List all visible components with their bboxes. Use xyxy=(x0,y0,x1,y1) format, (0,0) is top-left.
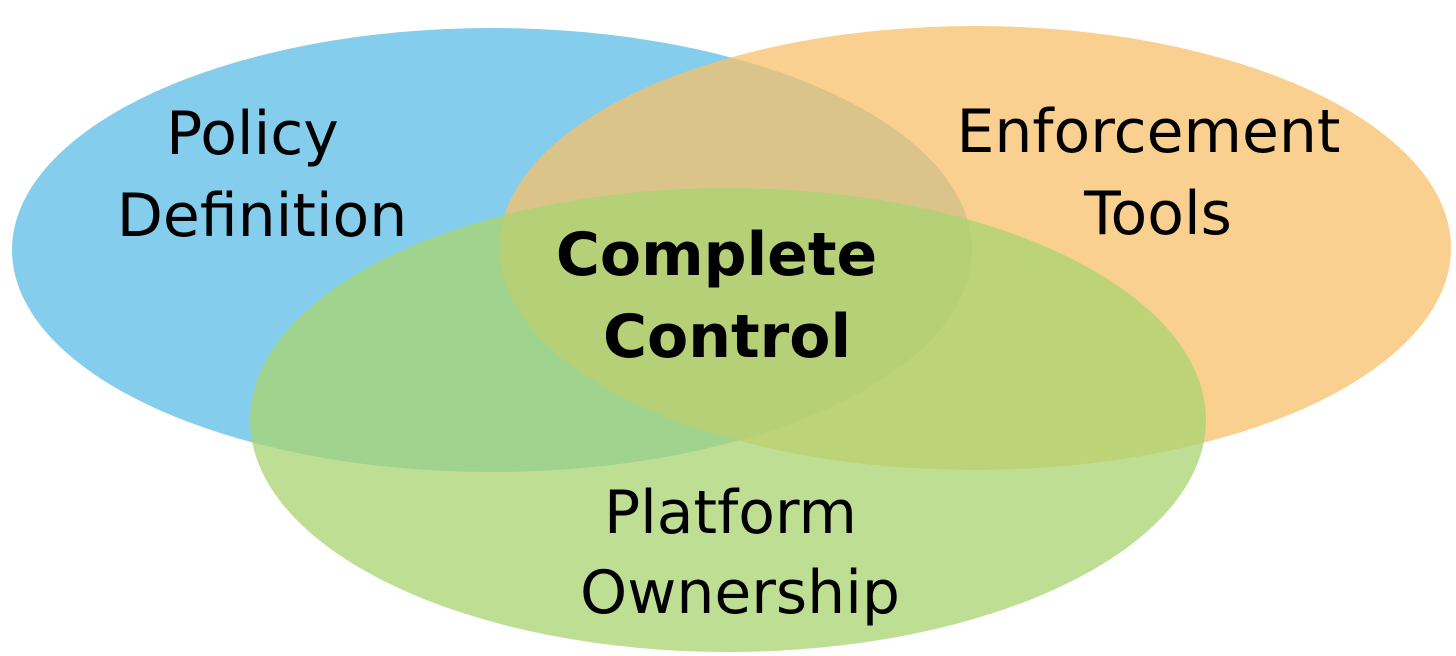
platform-ownership-line1: Platform xyxy=(604,478,857,548)
enforcement-tools-line1: Enforcement xyxy=(956,97,1340,167)
policy-definition-label: Policy Definition xyxy=(117,99,408,251)
platform-ownership-label: Platform Ownership xyxy=(580,478,900,628)
platform-ownership-circle xyxy=(250,188,1206,652)
complete-control-label: Complete Control xyxy=(556,220,898,372)
platform-ownership-line2: Ownership xyxy=(580,558,900,628)
complete-control-line1: Complete xyxy=(556,220,877,290)
policy-definition-line2: Definition xyxy=(117,181,408,251)
enforcement-tools-line2: Tools xyxy=(1083,179,1232,249)
policy-definition-line1: Policy xyxy=(166,99,339,169)
complete-control-line2: Control xyxy=(603,302,851,372)
enforcement-tools-label: Enforcement Tools xyxy=(956,97,1359,249)
